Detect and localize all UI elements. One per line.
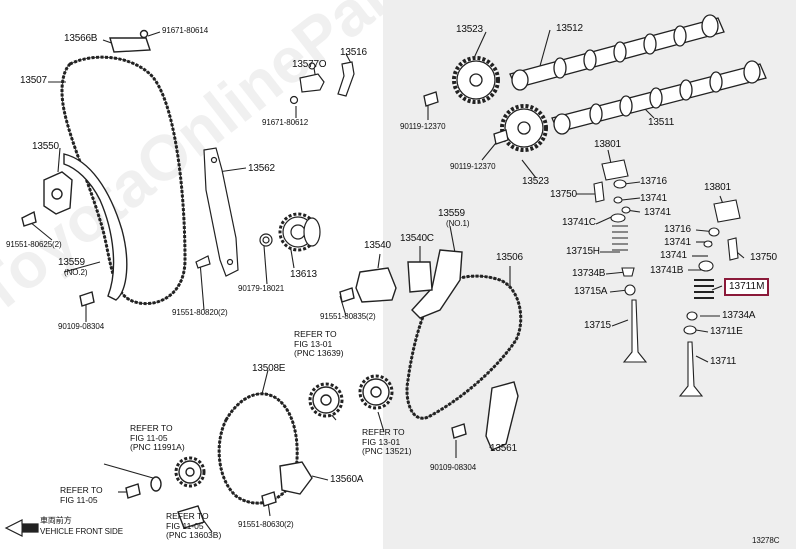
refer-note-fig11-05[interactable]: REFER TO FIG 11-05 — [60, 485, 103, 505]
part-label-13508E[interactable]: 13508E — [252, 363, 286, 374]
part-label-91551-80835[interactable]: 91551-80835(2) — [320, 312, 376, 321]
part-label-13511[interactable]: 13511 — [648, 117, 675, 128]
part-label-13715[interactable]: 13715 — [584, 320, 611, 331]
part-label-13562[interactable]: 13562 — [248, 163, 275, 174]
part-label-13734B[interactable]: 13734B — [572, 268, 606, 279]
part-label-90179-18021[interactable]: 90179-18021 — [238, 284, 285, 293]
part-label-13559-no2[interactable]: 13559 — [58, 257, 85, 268]
part-label-13550[interactable]: 13550 — [32, 141, 59, 152]
part-label-13540[interactable]: 13540 — [364, 240, 391, 251]
part-label-13734A[interactable]: 13734A — [722, 310, 756, 321]
refer-note-fig13-01-pnc13521[interactable]: REFER TO FIG 13-01 (PNC 13521) — [362, 427, 412, 457]
part-label-13741B[interactable]: 13741B — [650, 265, 684, 276]
part-label-13507[interactable]: 13507 — [20, 75, 47, 86]
part-label-91671-80612[interactable]: 91671-80612 — [262, 118, 309, 127]
part-label-90109-08304-center[interactable]: 90109-08304 — [430, 463, 477, 472]
valve-train — [593, 159, 741, 397]
pipe-13516 — [289, 61, 355, 105]
part-label-13540C[interactable]: 13540C — [400, 233, 434, 244]
refer-note-fig13-01-pnc13639[interactable]: REFER TO FIG 13-01 (PNC 13639) — [294, 329, 344, 359]
part-label-90119-12370-upper[interactable]: 90119-12370 — [400, 122, 446, 131]
part-label-13711[interactable]: 13711 — [710, 356, 737, 367]
front-arrow — [4, 519, 39, 537]
guide-13562 — [203, 147, 239, 277]
part-label-13801-left[interactable]: 13801 — [594, 139, 621, 150]
part-label-13741-left-b[interactable]: 13741 — [644, 207, 671, 218]
refer-note-fig11-05-pnc13603b[interactable]: REFER TO FIG 11-05 (PNC 13603B) — [166, 511, 222, 541]
part-label-13741-right-b[interactable]: 13741 — [660, 250, 687, 261]
part-label-13750-right[interactable]: 13750 — [750, 252, 777, 263]
part-label-13506[interactable]: 13506 — [496, 252, 523, 263]
part-label-13716-left[interactable]: 13716 — [640, 176, 667, 187]
part-label-13715A[interactable]: 13715A — [574, 286, 608, 297]
figure-code: 13278C — [752, 536, 780, 545]
timing-chain-center — [339, 249, 523, 451]
part-label-90119-12370-lower[interactable]: 90119-12370 — [450, 162, 496, 171]
part-label-13741-left-a[interactable]: 13741 — [640, 193, 667, 204]
part-label-13523-upper[interactable]: 13523 — [456, 24, 483, 35]
part-label-13559-no1-sub: (NO.1) — [446, 219, 470, 228]
camshafts — [423, 14, 767, 152]
part-label-13716-right[interactable]: 13716 — [664, 224, 691, 235]
part-label-13711M-highlighted[interactable]: 13711M — [724, 278, 770, 296]
part-label-13560A[interactable]: 13560A — [330, 474, 364, 485]
part-label-13559-no2-sub: (NO.2) — [64, 268, 88, 277]
vehicle-front-label-en: VEHICLE FRONT SIDE — [40, 527, 123, 536]
part-label-13741C[interactable]: 13741C — [562, 217, 596, 228]
vehicle-front-label-jp: 車両前方 — [40, 516, 72, 525]
part-label-13559-no1[interactable]: 13559 — [438, 208, 465, 219]
part-label-91551-80630[interactable]: 91551-80630(2) — [238, 520, 294, 529]
timing-chain-bottom — [125, 382, 344, 529]
part-label-13516[interactable]: 13516 — [340, 47, 367, 58]
part-label-13801-right[interactable]: 13801 — [704, 182, 731, 193]
part-label-13715H[interactable]: 13715H — [566, 246, 600, 257]
sprocket-13613 — [195, 212, 321, 269]
part-label-90109-08304-left[interactable]: 90109-08304 — [58, 322, 105, 331]
timing-chain-left — [21, 29, 187, 307]
part-label-13577O[interactable]: 13577O — [292, 59, 327, 70]
part-label-91551-80820[interactable]: 91551-80820(2) — [172, 308, 228, 317]
part-label-13566B[interactable]: 13566B — [64, 33, 98, 44]
part-label-91551-80625[interactable]: 91551-80625(2) — [6, 240, 62, 249]
part-label-13512[interactable]: 13512 — [556, 23, 583, 34]
part-label-13613[interactable]: 13613 — [290, 269, 317, 280]
part-label-13523-lower[interactable]: 13523 — [522, 176, 549, 187]
part-label-91671-80614[interactable]: 91671-80614 — [162, 26, 209, 35]
part-label-13750-left[interactable]: 13750 — [550, 189, 577, 200]
part-label-13711E[interactable]: 13711E — [710, 326, 743, 337]
part-label-13741-right-a[interactable]: 13741 — [664, 237, 691, 248]
part-label-13561[interactable]: 13561 — [490, 443, 517, 454]
refer-note-fig11-05-pnc11991a[interactable]: REFER TO FIG 11-05 (PNC 11991A) — [130, 423, 185, 453]
